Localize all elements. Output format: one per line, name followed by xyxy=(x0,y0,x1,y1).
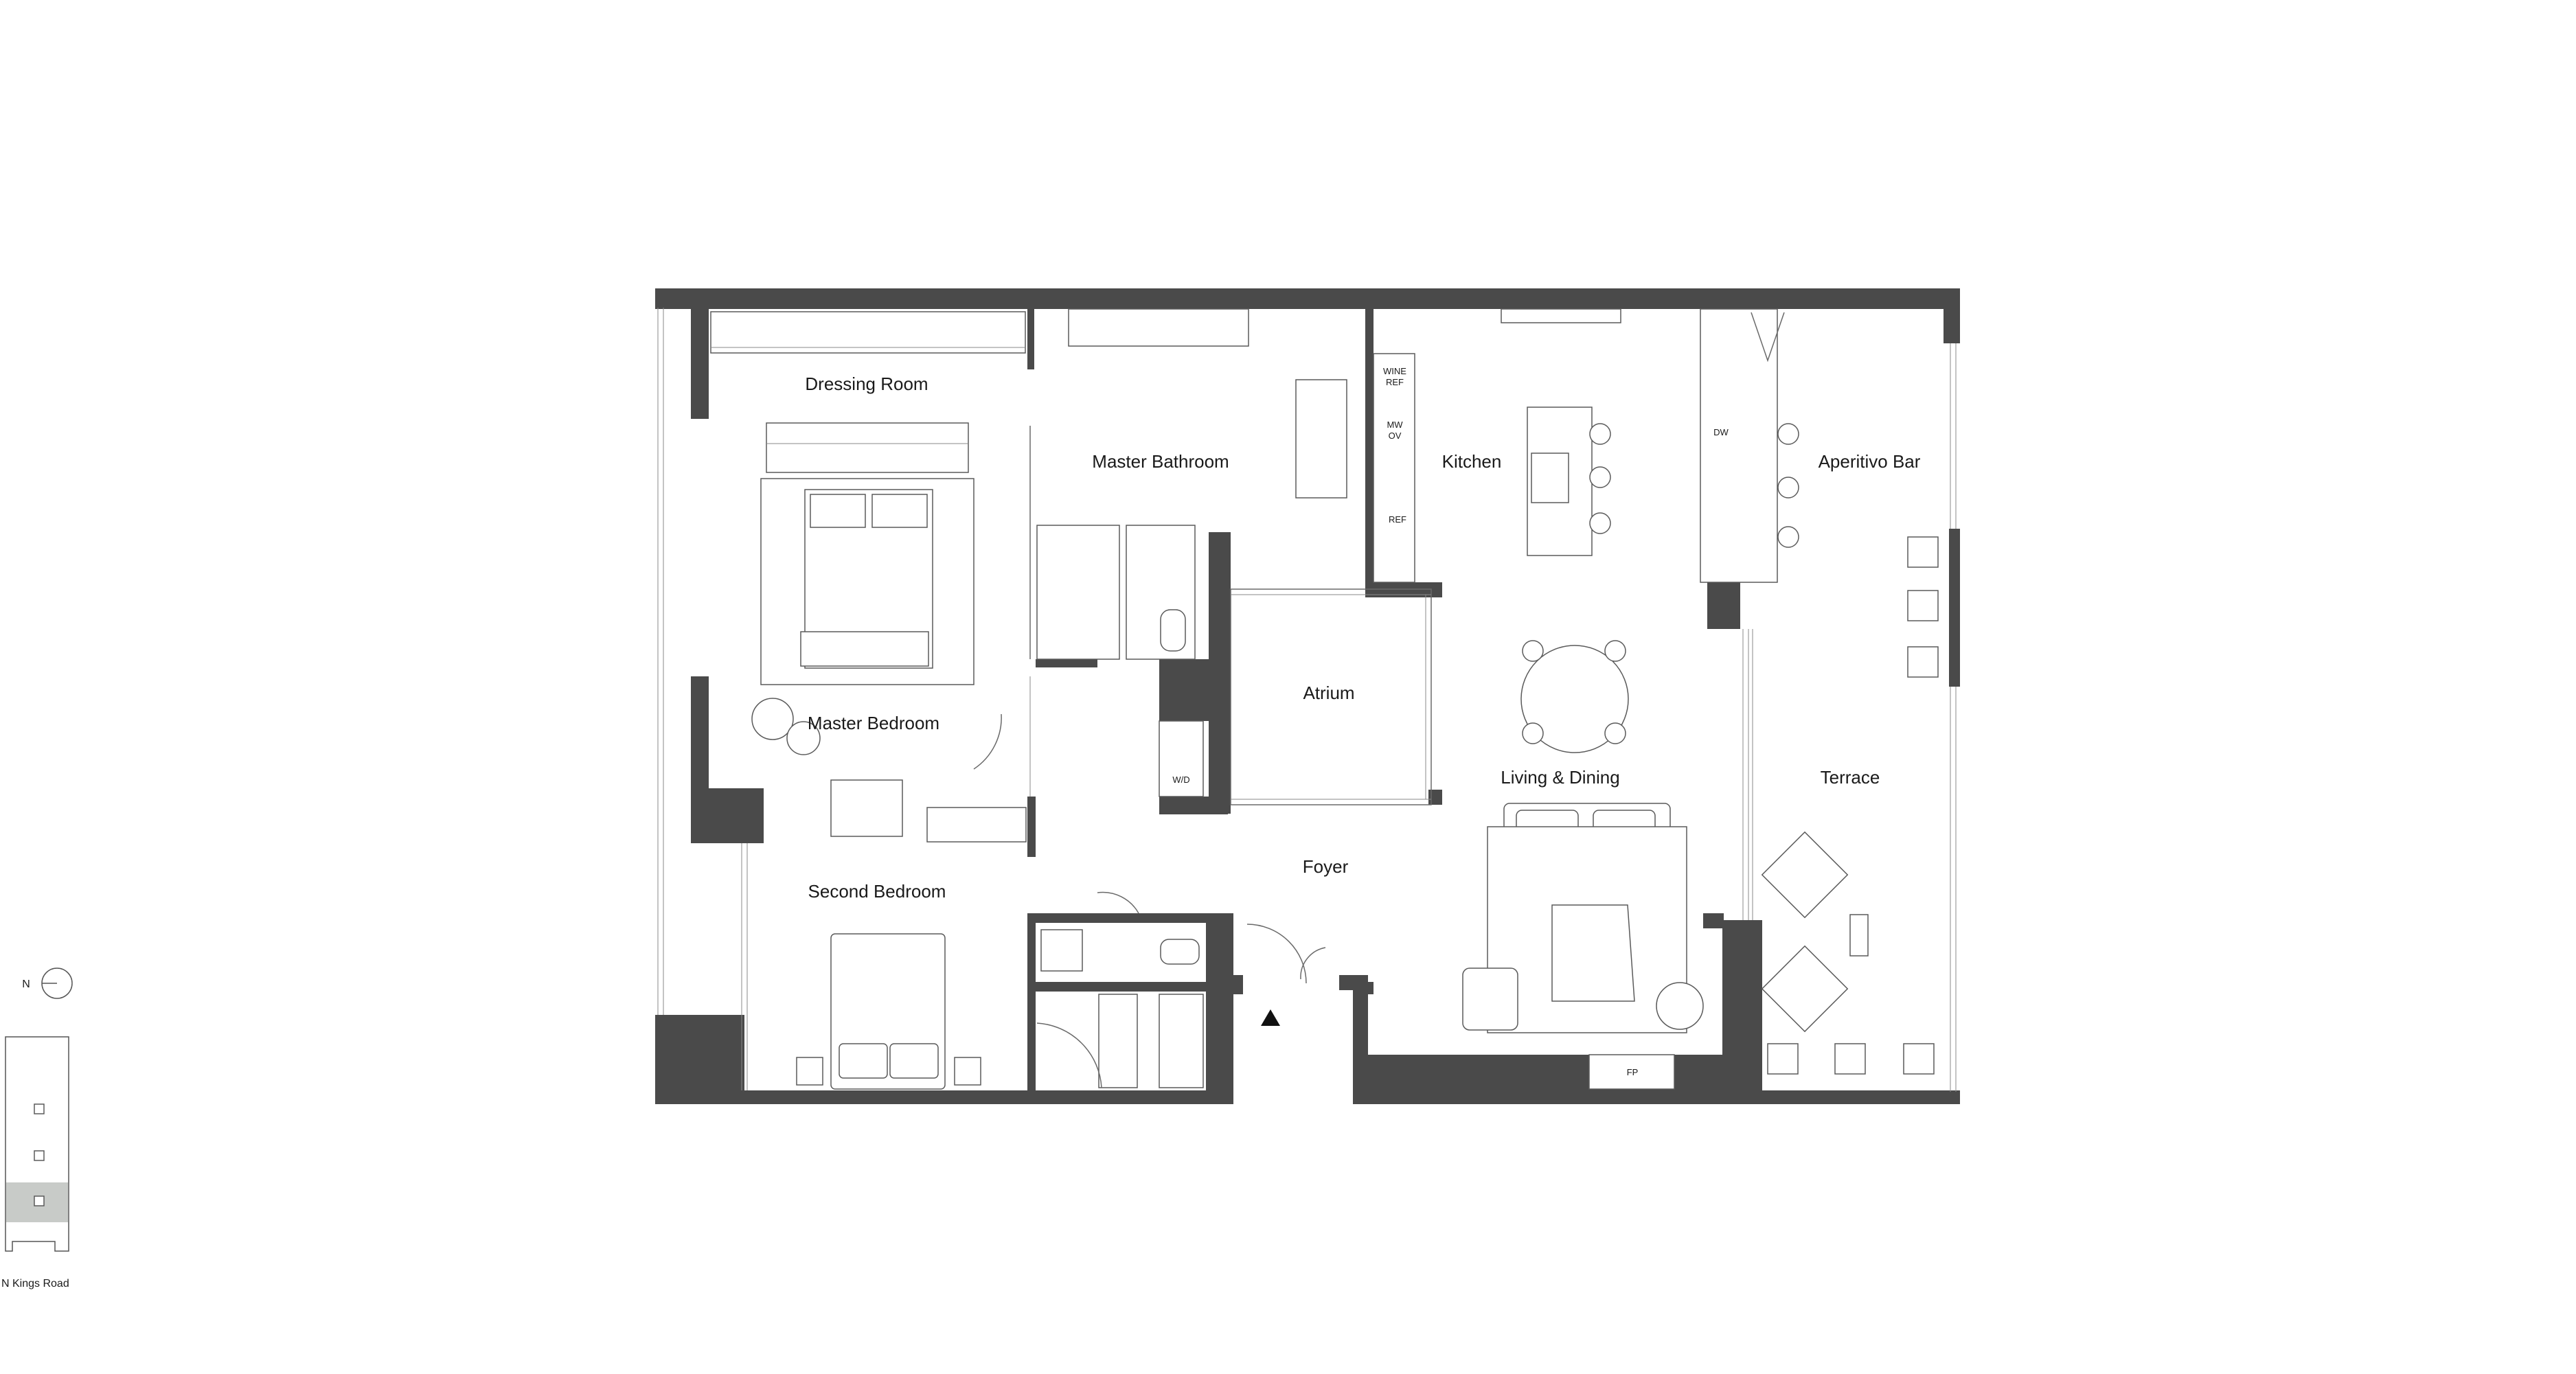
windows xyxy=(657,308,1957,1092)
entry-arrow-icon xyxy=(1261,1009,1280,1026)
label-dressing-room: Dressing Room xyxy=(805,374,928,394)
label-living-dining: Living & Dining xyxy=(1501,767,1619,788)
label-mw: MW xyxy=(1387,420,1403,430)
label-kitchen: Kitchen xyxy=(1442,451,1502,472)
site-outline xyxy=(5,1036,69,1252)
key-plan: N N Kings Road xyxy=(1,967,73,1290)
living-dining-furniture xyxy=(1462,640,1704,1033)
room-labels: Dressing Room Master Bathroom Kitchen Ap… xyxy=(805,374,1920,902)
fireplace xyxy=(1588,1054,1675,1090)
label-wine-ref: WINE xyxy=(1383,366,1406,376)
terrace-furniture xyxy=(1761,536,1939,1075)
label-ov: OV xyxy=(1389,431,1402,441)
label-foyer: Foyer xyxy=(1303,856,1349,877)
label-fp: FP xyxy=(1627,1067,1639,1077)
label-terrace: Terrace xyxy=(1821,767,1880,788)
kitchen-fixtures xyxy=(1373,308,1799,583)
master-bedroom-furniture xyxy=(710,311,1027,843)
label-second-bedroom: Second Bedroom xyxy=(808,881,946,902)
label-wine-ref-2: REF xyxy=(1386,377,1404,387)
label-ref: REF xyxy=(1389,514,1406,525)
label-atrium: Atrium xyxy=(1303,683,1354,703)
label-master-bathroom: Master Bathroom xyxy=(1092,451,1229,472)
master-bathroom-fixtures xyxy=(1029,308,1347,797)
label-master-bedroom: Master Bedroom xyxy=(808,713,939,733)
second-bedroom-furniture xyxy=(796,891,1326,1090)
street-label: N Kings Road xyxy=(1,1278,69,1290)
label-dw: DW xyxy=(1713,427,1729,437)
north-label: N xyxy=(22,978,30,990)
dining-table xyxy=(1520,645,1629,753)
fixture-labels: WINE REF MW OV REF DW W/D FP xyxy=(1172,366,1729,1077)
label-aperitivo-bar: Aperitivo Bar xyxy=(1819,451,1921,472)
bedroom-chair-icon xyxy=(751,698,794,740)
label-wd: W/D xyxy=(1172,775,1189,785)
